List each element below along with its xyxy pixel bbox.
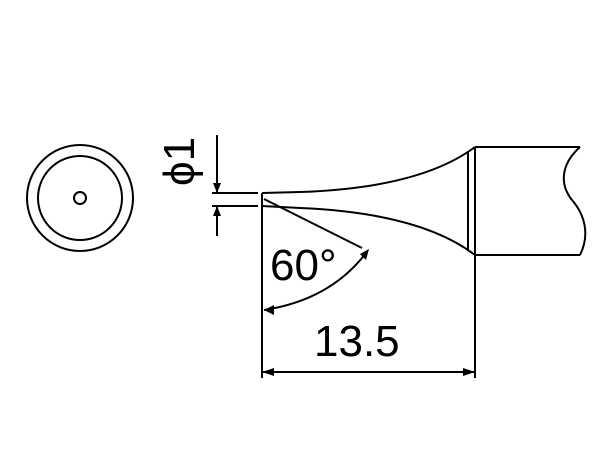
length-label: 13.5 — [314, 317, 400, 366]
angle-arrow-upper — [360, 249, 369, 260]
barrel-break-line — [562, 146, 587, 256]
angle-arrow-lower — [264, 305, 274, 315]
tip-side-profile — [261, 146, 587, 256]
diameter-label: ϕ1 — [155, 137, 204, 186]
angle-label: 60° — [270, 241, 337, 290]
end-view-inner-circle — [37, 155, 123, 241]
angle-dimension — [263, 198, 367, 311]
length-arrow-left — [262, 368, 274, 376]
angle-leader-line — [263, 198, 363, 249]
tip-end-view — [26, 144, 134, 252]
tip-upper-taper — [261, 146, 476, 194]
length-arrow-right — [463, 368, 475, 376]
length-dimension — [261, 206, 476, 378]
diameter-arrow-down — [213, 183, 221, 193]
end-view-outer-circle — [26, 144, 134, 252]
tip-lower-taper — [261, 205, 476, 256]
diameter-arrow-up — [213, 206, 221, 216]
angle-arc — [263, 252, 367, 311]
end-view-point-circle — [73, 191, 87, 205]
